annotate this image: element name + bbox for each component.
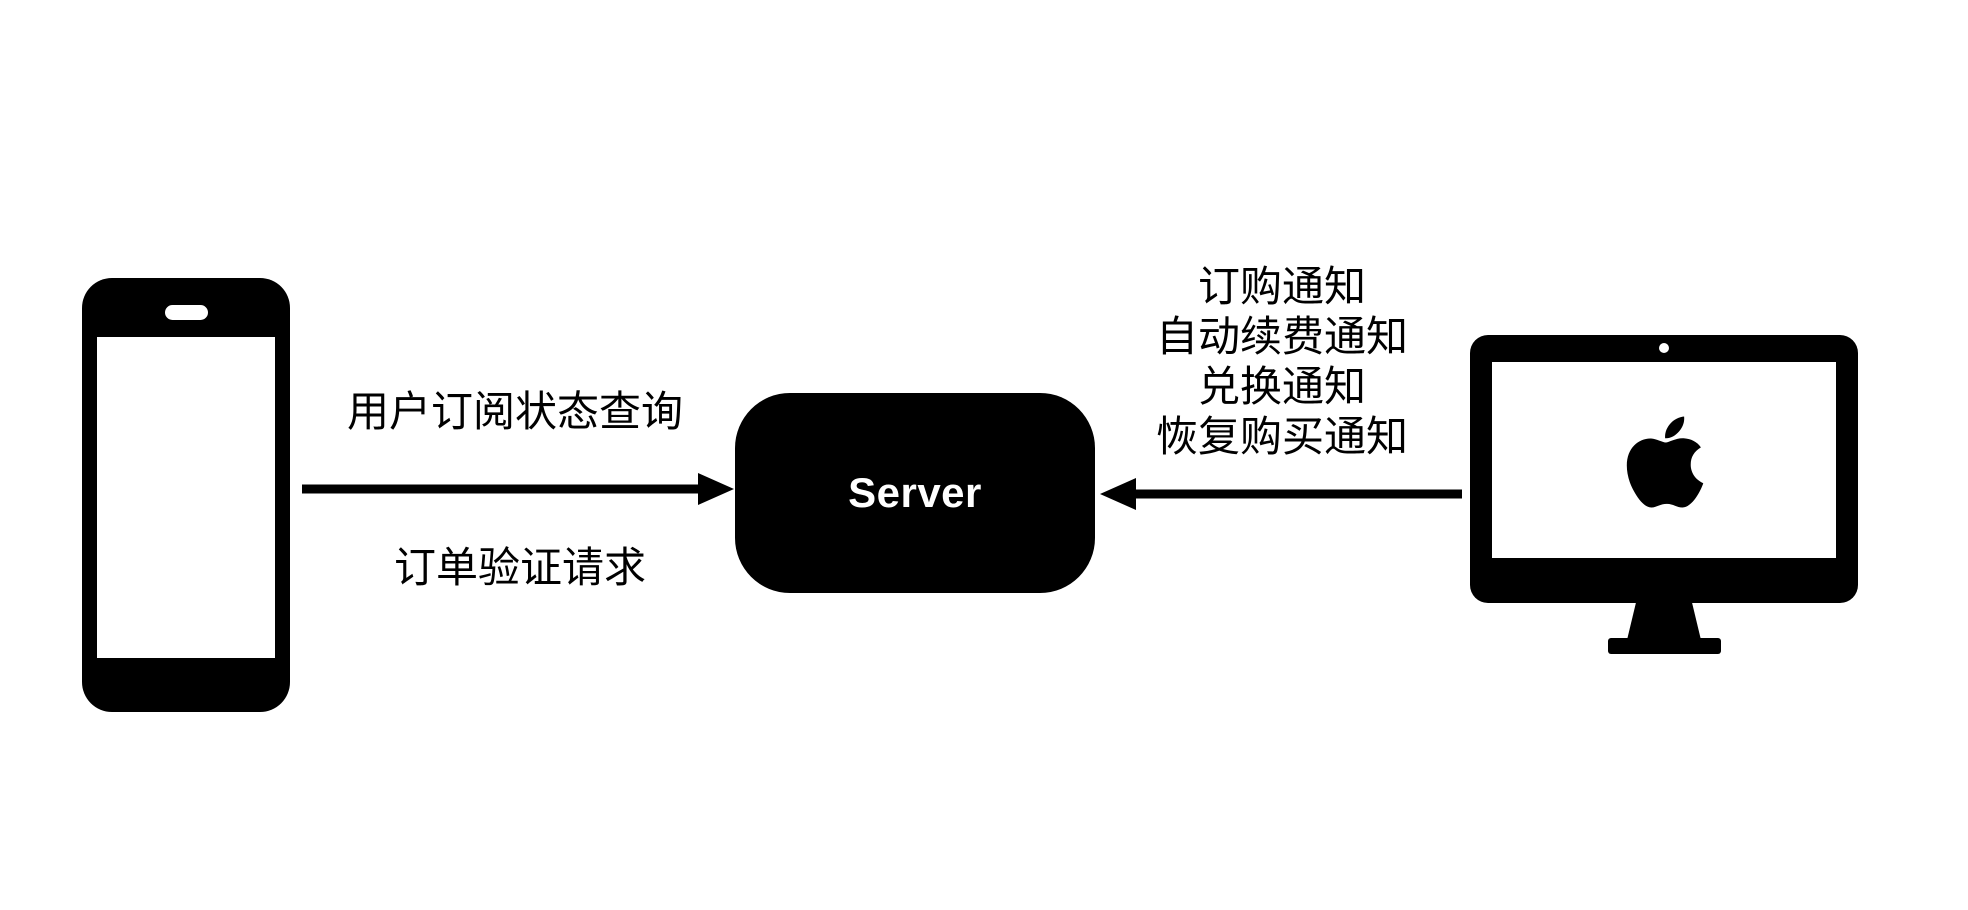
arrow-phone-to-server [302,473,734,505]
imac-icon [1470,335,1858,655]
imac-stand [1627,603,1701,640]
imac-frame [1470,335,1858,603]
label-purchase-notification: 订购通知 [1197,263,1366,310]
arrow-mac-to-server [1100,478,1462,510]
camera-dot-icon [1659,343,1669,353]
phone-screen [97,337,275,658]
smartphone-icon [82,278,290,712]
label-auto-renew-notification: 自动续费通知 [1155,313,1408,360]
label-user-subscription-query: 用户订阅状态查询 [346,388,683,435]
label-order-verification-request: 订单验证请求 [393,544,646,591]
server-label: Server [848,469,982,516]
phone-earpiece [165,305,208,320]
apple-logo-icon [1626,416,1704,508]
notification-labels: 订购通知 自动续费通知 兑换通知 恢复购买通知 [1082,262,1482,462]
server-node: Server [735,393,1095,593]
imac-base [1608,638,1721,654]
label-redeem-notification: 兑换通知 [1197,363,1366,410]
label-restore-purchase-notification: 恢复购买通知 [1155,413,1408,460]
